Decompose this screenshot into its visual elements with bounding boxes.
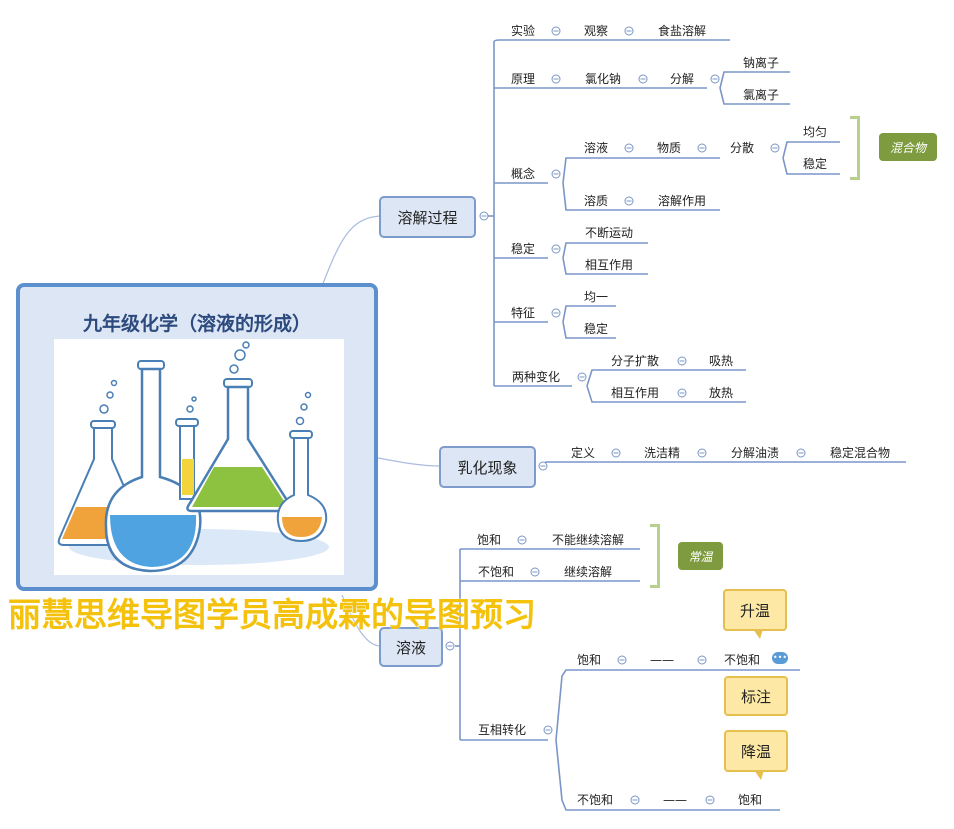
collapse-toggle[interactable] — [551, 244, 561, 254]
node-unsaturated[interactable]: 不饱和 — [477, 565, 515, 579]
node-release-heat[interactable]: 放热 — [708, 386, 734, 400]
collapse-toggle[interactable] — [638, 74, 648, 84]
collapse-toggle[interactable] — [770, 143, 780, 153]
node-stable[interactable]: 稳定 — [802, 157, 828, 171]
collapse-toggle[interactable] — [630, 795, 640, 805]
collapse-toggle[interactable] — [796, 448, 806, 458]
summary-brace — [850, 116, 860, 180]
collapse-toggle[interactable] — [551, 308, 561, 318]
collapse-toggle[interactable] — [543, 725, 553, 735]
flask-illustration — [54, 339, 344, 575]
collapse-toggle[interactable] — [551, 74, 561, 84]
node-dissolve-process[interactable]: 溶解过程 — [379, 196, 476, 238]
collapse-toggle-emulsion[interactable] — [538, 461, 548, 471]
central-topic-title: 九年级化学（溶液的形成） — [82, 313, 311, 335]
comment-icon[interactable]: ••• — [772, 652, 788, 664]
node-solution[interactable]: 溶液 — [379, 627, 443, 667]
node-stable-mixture[interactable]: 稳定混合物 — [829, 446, 891, 460]
node-solution-term[interactable]: 溶液 — [583, 141, 609, 155]
node-na-ion[interactable]: 钠离子 — [742, 56, 780, 70]
node-cl-ion[interactable]: 氯离子 — [742, 88, 780, 102]
collapse-toggle[interactable] — [611, 448, 621, 458]
callout-tail — [753, 629, 763, 639]
node-disperse[interactable]: 分散 — [729, 141, 755, 155]
node-row1-saturated[interactable]: 饱和 — [576, 653, 602, 667]
collapse-toggle[interactable] — [624, 196, 634, 206]
node-feature[interactable]: 特征 — [510, 306, 536, 320]
node-break-oil[interactable]: 分解油渍 — [730, 446, 780, 460]
node-decompose[interactable]: 分解 — [669, 72, 695, 86]
collapse-toggle[interactable] — [697, 448, 707, 458]
node-convert[interactable]: 互相转化 — [477, 723, 527, 737]
collapse-toggle[interactable] — [624, 26, 634, 36]
callout-cool[interactable]: 降温 — [724, 730, 788, 780]
node-feature-uniform[interactable]: 均一 — [583, 290, 609, 304]
collapse-toggle[interactable] — [677, 356, 687, 366]
watermark-text: 丽慧思维导图学员高成霖的导图预习 — [8, 595, 536, 634]
node-observe[interactable]: 观察 — [583, 24, 609, 38]
node-feature-stable[interactable]: 稳定 — [583, 322, 609, 336]
collapse-toggle[interactable] — [617, 655, 627, 665]
node-two-changes[interactable]: 两种变化 — [511, 370, 561, 384]
collapse-toggle[interactable] — [697, 655, 707, 665]
node-saturated[interactable]: 饱和 — [476, 533, 502, 547]
node-emulsion[interactable]: 乳化现象 — [439, 446, 536, 488]
node-nacl[interactable]: 氯化钠 — [584, 72, 622, 86]
node-row1-dash[interactable]: —— — [650, 653, 674, 667]
summary-room-temp[interactable]: 常温 — [678, 542, 723, 570]
node-concept[interactable]: 概念 — [510, 167, 536, 181]
collapse-toggle[interactable] — [551, 26, 561, 36]
node-salt-dissolve[interactable]: 食盐溶解 — [657, 24, 707, 38]
node-can-dissolve[interactable]: 继续溶解 — [563, 565, 613, 579]
collapse-toggle[interactable] — [517, 535, 527, 545]
node-diffusion[interactable]: 分子扩散 — [610, 354, 660, 368]
collapse-toggle[interactable] — [577, 372, 587, 382]
node-cannot-dissolve[interactable]: 不能继续溶解 — [551, 533, 625, 547]
summary-brace — [650, 524, 660, 588]
node-motion[interactable]: 不断运动 — [584, 226, 634, 240]
collapse-toggle[interactable] — [530, 567, 540, 577]
callout-tail — [754, 770, 764, 780]
collapse-toggle-dissolve[interactable] — [479, 211, 489, 221]
collapse-toggle[interactable] — [677, 388, 687, 398]
node-dissolve-action[interactable]: 溶解作用 — [657, 194, 707, 208]
central-topic[interactable]: 九年级化学（溶液的形成） — [16, 283, 378, 591]
collapse-toggle-solution[interactable] — [445, 641, 455, 651]
node-uniform[interactable]: 均匀 — [802, 125, 828, 139]
collapse-toggle[interactable] — [551, 169, 561, 179]
collapse-toggle[interactable] — [705, 795, 715, 805]
collapse-toggle[interactable] — [624, 143, 634, 153]
callout-heat[interactable]: 升温 — [723, 589, 787, 639]
node-absorb-heat[interactable]: 吸热 — [708, 354, 734, 368]
node-definition[interactable]: 定义 — [570, 446, 596, 460]
collapse-toggle[interactable] — [697, 143, 707, 153]
callout-note[interactable]: 标注 — [724, 676, 788, 716]
node-row2-unsaturated[interactable]: 不饱和 — [576, 793, 614, 807]
collapse-toggle[interactable] — [710, 74, 720, 84]
node-solute[interactable]: 溶质 — [583, 194, 609, 208]
summary-mixture[interactable]: 混合物 — [879, 133, 937, 161]
node-interaction[interactable]: 相互作用 — [584, 258, 634, 272]
node-principle[interactable]: 原理 — [510, 72, 536, 86]
node-detergent[interactable]: 洗洁精 — [643, 446, 681, 460]
node-row2-saturated[interactable]: 饱和 — [737, 793, 763, 807]
node-interaction2[interactable]: 相互作用 — [610, 386, 660, 400]
node-stable-branch[interactable]: 稳定 — [510, 242, 536, 256]
node-experiment[interactable]: 实验 — [510, 24, 536, 38]
node-row2-dash[interactable]: —— — [663, 793, 687, 807]
node-row1-unsaturated[interactable]: 不饱和 — [723, 653, 761, 667]
node-substance[interactable]: 物质 — [656, 141, 682, 155]
